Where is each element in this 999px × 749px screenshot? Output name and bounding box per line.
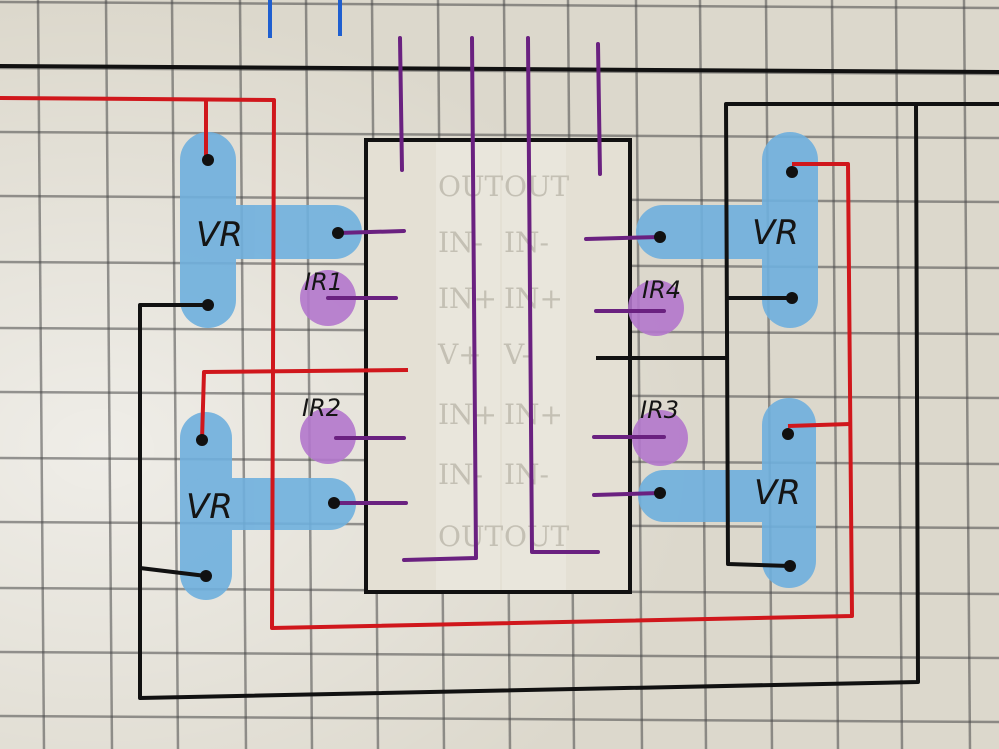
chip-pin-right-1: OUT — [504, 170, 570, 203]
grid-line-horizontal — [0, 714, 999, 724]
grid-line-vertical — [764, 0, 774, 749]
wire-red-bottom-right-pot — [787, 422, 851, 428]
chip-left-label-column — [436, 142, 500, 590]
terminal-dot — [786, 292, 798, 304]
chip-pin-left-2: IN- — [438, 226, 483, 259]
wires-black — [0, 64, 999, 700]
terminal-dot — [654, 487, 666, 499]
pot-label-top-right: VR — [752, 213, 799, 253]
chip-pin-left-1: OUT — [438, 170, 504, 203]
terminal-dot — [200, 570, 212, 582]
terminal-dot — [196, 434, 208, 446]
pot-wiper-top-left — [180, 205, 362, 259]
wires-blue — [268, 0, 342, 38]
lead-right-in-minus-1 — [584, 235, 662, 241]
chip-lead-4 — [596, 42, 602, 176]
grid-line-horizontal — [0, 0, 999, 10]
terminal-dot — [202, 154, 214, 166]
grid-line-vertical — [962, 0, 972, 749]
terminal-dot — [202, 299, 214, 311]
terminal-dot — [782, 428, 794, 440]
grid-line-horizontal — [0, 650, 999, 660]
grid-line-vertical — [830, 0, 840, 749]
pot-label-top-left: VR — [196, 215, 243, 255]
ir2-label: IR2 — [302, 394, 341, 422]
ir2-pad — [300, 408, 356, 464]
grid-line-vertical — [634, 0, 644, 749]
chip-right-label-column — [502, 142, 566, 590]
chip-pin-right-6: IN- — [504, 458, 549, 491]
terminal-dot — [784, 560, 796, 572]
chip-lead-2 — [402, 36, 478, 562]
chip-pin-left-5: IN+ — [438, 398, 497, 431]
chip-lead-3 — [526, 36, 600, 554]
grid-line-vertical — [304, 0, 314, 749]
terminal-dot — [328, 497, 340, 509]
wire-black-bottom-left-pot — [139, 566, 207, 578]
ir4-label: IR4 — [642, 276, 681, 304]
chip-pin-right-2: IN- — [504, 226, 549, 259]
terminal-dot — [654, 231, 666, 243]
chip-pin-left-3: IN+ — [438, 282, 497, 315]
wire-red-supply-loop — [0, 96, 854, 630]
wires-purple — [326, 36, 666, 562]
chip-pin-right-4: V- — [503, 338, 531, 371]
pot-label-bottom-left: VR — [186, 487, 233, 527]
rail-top-black — [0, 64, 999, 74]
chip-pin-right-7: OUT — [504, 520, 570, 553]
terminal-dot — [786, 166, 798, 178]
lead-right-in-minus-2 — [592, 491, 662, 497]
chip-pin-right-5: IN+ — [504, 398, 563, 431]
grid-line-vertical — [894, 0, 904, 749]
wire-red-v-plus — [200, 368, 409, 441]
chip-right-labels: OUT IN- IN+ V- IN+ IN- OUT — [503, 170, 570, 553]
grid-line-vertical — [36, 0, 46, 749]
grid-line-vertical — [238, 0, 248, 749]
ir3-label: IR3 — [640, 396, 679, 424]
grid-line-vertical — [170, 0, 180, 749]
pot-pads — [180, 132, 818, 600]
chip-lead-1 — [398, 36, 404, 172]
wires-red — [0, 96, 854, 630]
pot-label-bottom-right: VR — [754, 473, 801, 513]
grid-line-vertical — [698, 0, 708, 749]
grid-line-vertical — [104, 0, 114, 749]
chip-pin-right-3: IN+ — [504, 282, 563, 315]
chip-pin-left-7: OUT — [438, 520, 504, 553]
wire-black-outer-loop — [138, 105, 920, 700]
lead-left-in-minus-1 — [336, 229, 406, 235]
terminal-dots — [196, 154, 798, 582]
wire-black-right-bus — [724, 102, 999, 568]
ir4-pad — [628, 280, 684, 336]
pot-wiper-bottom-left — [180, 478, 356, 530]
grid-line-horizontal — [0, 130, 999, 140]
terminal-dot — [332, 227, 344, 239]
ir1-label: IR1 — [304, 268, 343, 296]
